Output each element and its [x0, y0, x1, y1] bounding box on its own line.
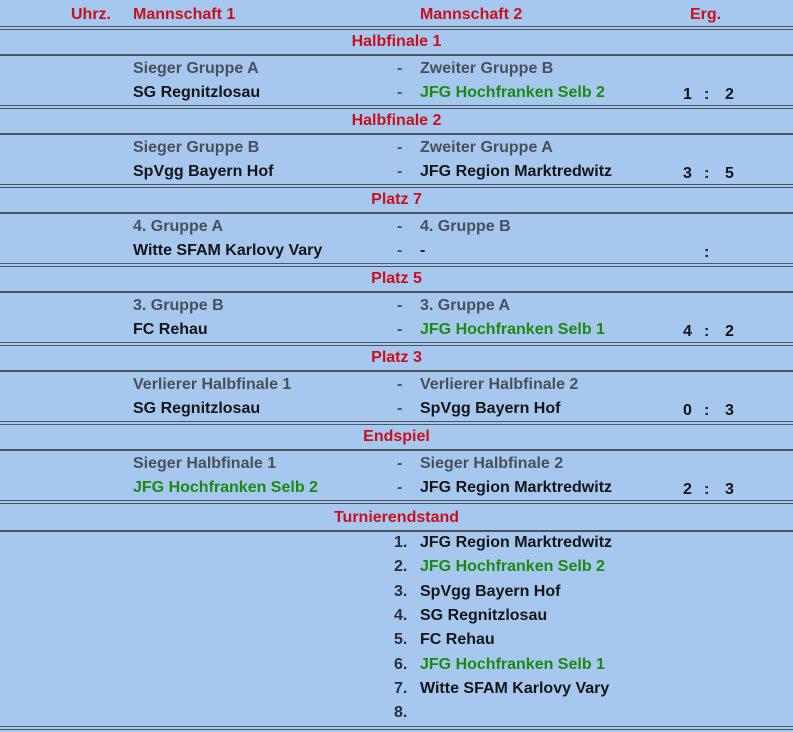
team1-name: JFG Hochfranken Selb 2 [133, 479, 318, 496]
standings-rank: 6. [394, 656, 408, 673]
standings-team: JFG Region Marktredwitz [420, 534, 613, 551]
standings-team: Witte SFAM Karlovy Vary [420, 680, 610, 697]
standings-rank: 8. [394, 704, 408, 721]
section-title: Platz 5 [371, 270, 422, 287]
placeholder-team2: Zweiter Gruppe A [420, 139, 553, 156]
separator [0, 26, 793, 30]
standings-rank: 5. [394, 631, 408, 648]
vs-dash: - [397, 479, 403, 496]
placeholder-team1: Verlierer Halbfinale 1 [133, 376, 292, 393]
standings-team: JFG Hochfranken Selb 2 [420, 558, 605, 575]
separator [0, 370, 793, 372]
placeholder-team1: Sieger Gruppe B [133, 139, 260, 156]
placeholder-team2: 3. Gruppe A [420, 297, 511, 314]
vs-dash: - [397, 242, 403, 259]
standings-rank: 4. [394, 607, 408, 624]
section-title: Endspiel [363, 428, 430, 445]
placeholder-team2: Zweiter Gruppe B [420, 60, 554, 77]
standings-rank: 7. [394, 680, 408, 697]
score-team1: 1 [683, 86, 692, 103]
score-separator: : [704, 402, 710, 419]
standings-rank: 2. [394, 558, 408, 575]
standings-title: Turnierendstand [333, 509, 460, 526]
placeholder-team1: 4. Gruppe A [133, 218, 224, 235]
header-time: Uhrz. [71, 6, 111, 23]
separator [0, 530, 793, 532]
placeholder-team1: Sieger Halbfinale 1 [133, 455, 277, 472]
header-result: Erg. [690, 6, 722, 23]
placeholder-team2: 4. Gruppe B [420, 218, 511, 235]
vs-dash: - [397, 163, 403, 180]
vs-dash: - [397, 455, 403, 472]
separator [0, 726, 793, 730]
separator [0, 263, 793, 267]
vs-dash: - [397, 376, 403, 393]
standings-team: SG Regnitzlosau [420, 607, 548, 624]
separator [0, 105, 793, 109]
separator [0, 133, 793, 135]
team1-name: SpVgg Bayern Hof [133, 163, 274, 180]
score-team1: 0 [683, 402, 692, 419]
section-title: Platz 7 [371, 191, 422, 208]
team1-name: Witte SFAM Karlovy Vary [133, 242, 323, 259]
score-team2: 3 [725, 481, 734, 498]
standings-rank: 1. [394, 534, 408, 551]
score-separator: : [704, 323, 710, 340]
score-separator: : [704, 481, 710, 498]
score-team2: 2 [725, 86, 734, 103]
team2-name: - [420, 242, 426, 259]
placeholder-team1: Sieger Gruppe A [133, 60, 259, 77]
score-team2: 2 [725, 323, 734, 340]
score-separator: : [704, 244, 710, 261]
vs-dash: - [397, 139, 403, 156]
standings-rank: 3. [394, 583, 408, 600]
vs-dash: - [397, 60, 403, 77]
section-title: Halbfinale 1 [351, 33, 442, 50]
standings-team: SpVgg Bayern Hof [420, 583, 561, 600]
separator [0, 342, 793, 346]
score-team2: 3 [725, 402, 734, 419]
vs-dash: - [397, 321, 403, 338]
score-separator: : [704, 86, 710, 103]
placeholder-team2: Sieger Halbfinale 2 [420, 455, 564, 472]
team1-name: SG Regnitzlosau [133, 84, 261, 101]
vs-dash: - [397, 84, 403, 101]
separator [0, 449, 793, 451]
team1-name: FC Rehau [133, 321, 208, 338]
separator [0, 54, 793, 56]
team1-name: SG Regnitzlosau [133, 400, 261, 417]
score-team1: 4 [683, 323, 692, 340]
section-title: Platz 3 [371, 349, 422, 366]
team2-name: SpVgg Bayern Hof [420, 400, 561, 417]
separator [0, 291, 793, 293]
team2-name: JFG Region Marktredwitz [420, 479, 613, 496]
header-team2: Mannschaft 2 [420, 6, 523, 23]
vs-dash: - [397, 400, 403, 417]
score-team2: 5 [725, 165, 734, 182]
score-team1: 2 [683, 481, 692, 498]
standings-team: FC Rehau [420, 631, 495, 648]
team2-name: JFG Hochfranken Selb 1 [420, 321, 605, 338]
section-title: Halbfinale 2 [351, 112, 442, 129]
separator [0, 421, 793, 425]
placeholder-team1: 3. Gruppe B [133, 297, 224, 314]
separator [0, 212, 793, 214]
score-separator: : [704, 165, 710, 182]
separator [0, 500, 793, 504]
score-team1: 3 [683, 165, 692, 182]
header-team1: Mannschaft 1 [133, 6, 236, 23]
placeholder-team2: Verlierer Halbfinale 2 [420, 376, 579, 393]
standings-team: JFG Hochfranken Selb 1 [420, 656, 605, 673]
separator [0, 184, 793, 188]
vs-dash: - [397, 218, 403, 235]
vs-dash: - [397, 297, 403, 314]
team2-name: JFG Hochfranken Selb 2 [420, 84, 605, 101]
team2-name: JFG Region Marktredwitz [420, 163, 613, 180]
